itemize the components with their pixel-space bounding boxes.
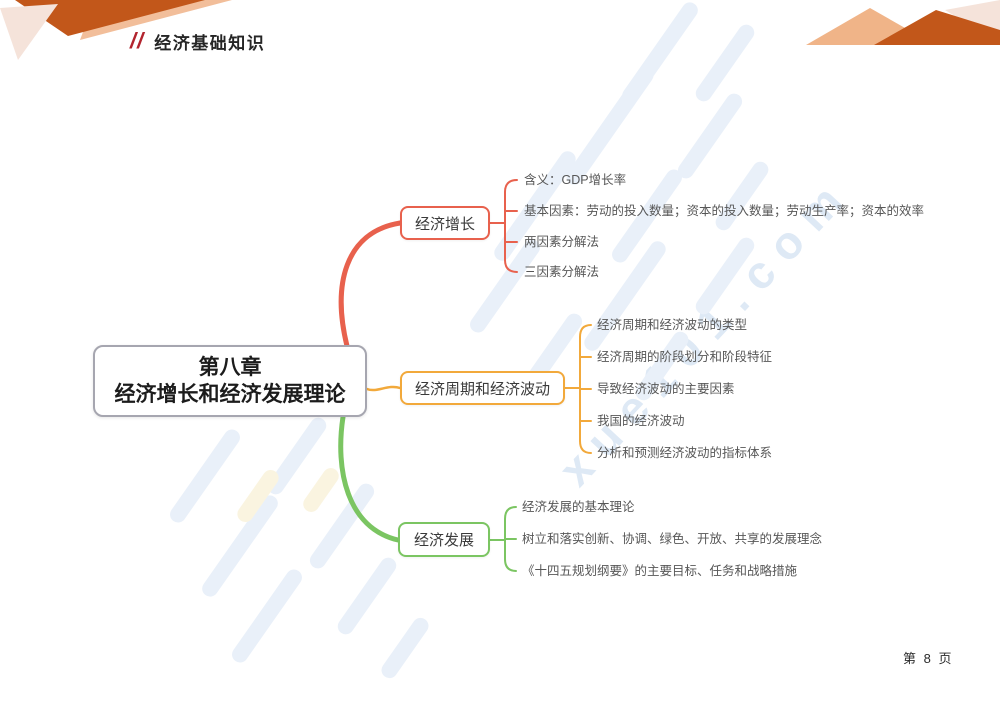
leaf-item: 含义：GDP增长率 — [524, 173, 627, 187]
leaf-item: 树立和落实创新、协调、绿色、开放、共享的发展理念 — [522, 532, 823, 546]
branch-bracket-economic-cycle — [564, 324, 592, 454]
leaf-item: 《十四五规划纲要》的主要目标、任务和战略措施 — [522, 564, 798, 578]
corner-decoration-right — [806, 0, 1000, 45]
leaf-item: 两因素分解法 — [524, 235, 600, 249]
branch-label: 经济周期和经济波动 — [414, 380, 550, 398]
leaf-item: 经济周期的阶段划分和阶段特征 — [597, 350, 773, 364]
leaf-item: 我国的经济波动 — [597, 414, 685, 428]
mountain-shape — [874, 10, 1000, 45]
leaf-item: 分析和预测经济波动的指标体系 — [597, 446, 773, 460]
branch-curve-economic-growth — [338, 220, 403, 349]
branch-curve-economic-development — [338, 414, 401, 543]
leaf-item: 三因素分解法 — [524, 265, 600, 279]
root-node-chapter: 第八章 经济增长和经济发展理论 — [93, 345, 367, 417]
branch-label: 经济增长 — [414, 215, 475, 233]
branch-node: 经济发展 — [398, 522, 490, 557]
root-title-line2: 经济增长和经济发展理论 — [114, 383, 346, 406]
branch-label: 经济发展 — [413, 532, 474, 549]
triangle-shape — [0, 4, 58, 60]
branch-node: 经济周期和经济波动 — [400, 371, 565, 405]
page-header: // 经济基础知识 — [130, 28, 265, 54]
leaf-item: 基本因素：劳动的投入数量；资本的投入数量；劳动生产率；资本的效率 — [524, 204, 925, 218]
branch-bracket-economic-development — [489, 506, 517, 572]
leaf-item: 经济周期和经济波动的类型 — [597, 318, 748, 332]
corner-decoration-left — [0, 0, 232, 60]
page-number: 第 8 页 — [903, 651, 954, 666]
branch-bracket-economic-growth — [489, 179, 518, 273]
branch-curve-economic-cycle — [365, 385, 402, 392]
double-slash-icon: // — [130, 28, 145, 53]
page-title: 经济基础知识 — [154, 33, 266, 53]
leaf-item: 导致经济波动的主要因素 — [597, 382, 735, 396]
leaf-item: 经济发展的基本理论 — [522, 500, 635, 514]
branch-node: 经济增长 — [400, 206, 490, 240]
root-title-line1: 第八章 — [198, 356, 262, 379]
triangle-shape — [15, 0, 205, 36]
